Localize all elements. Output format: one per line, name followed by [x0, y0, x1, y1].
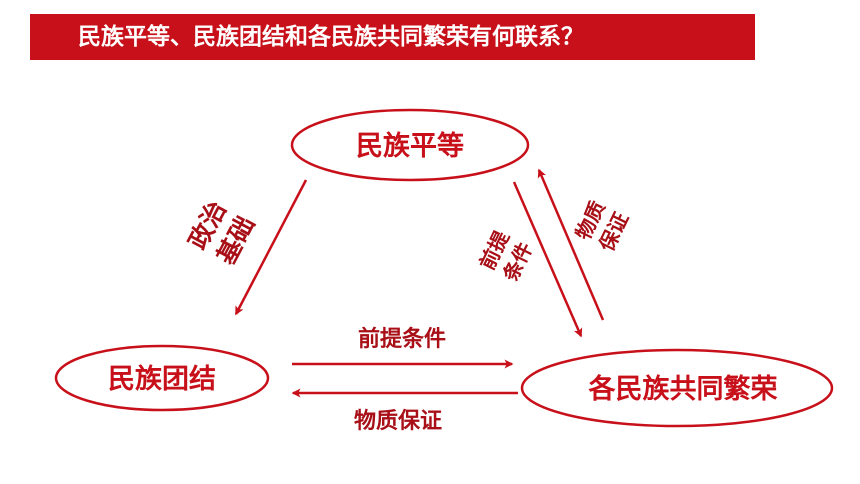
label-material-guarantee-right: 物质 保证 [571, 197, 633, 256]
node-ethnic-equality: 民族平等 [290, 108, 530, 182]
node-label: 各民族共同繁荣 [588, 373, 778, 405]
label-material-guarantee-bottom: 物质保证 [354, 408, 442, 434]
node-common-prosperity: 各民族共同繁荣 [520, 348, 834, 428]
node-ethnic-unity: 民族团结 [54, 344, 270, 412]
arrow-equality-to-prosperity [512, 181, 583, 338]
label-precondition-right: 前提 条件 [475, 226, 537, 285]
arrow-equality-to-unity [234, 179, 308, 316]
node-label: 民族团结 [108, 363, 216, 395]
node-label: 民族平等 [356, 130, 464, 162]
page-title: 民族平等、民族团结和各民族共同繁荣有何联系？ [30, 14, 755, 60]
arrow-prosperity-to-equality [537, 168, 605, 321]
label-political-basis: 政治 基础 [183, 196, 260, 269]
node-ellipse [54, 344, 270, 412]
node-ellipse [520, 348, 834, 428]
node-ellipse [290, 108, 530, 182]
label-precondition-bottom: 前提条件 [358, 326, 446, 352]
